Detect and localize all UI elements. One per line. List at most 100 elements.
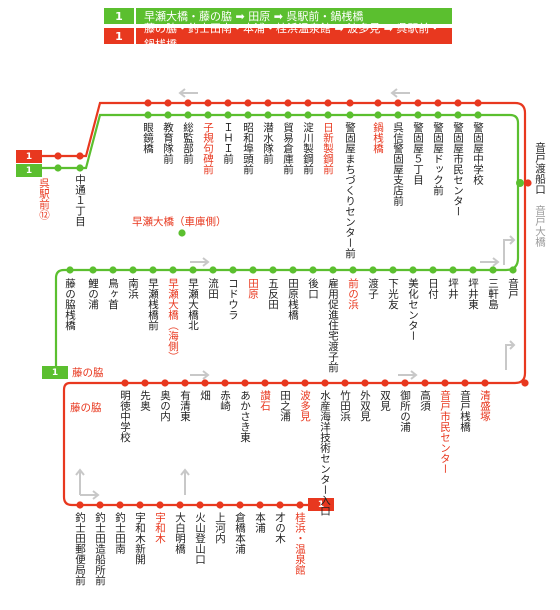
station-name: 警固屋ドック前 bbox=[432, 122, 444, 196]
direction-arrow bbox=[503, 235, 516, 265]
stop-marker bbox=[441, 379, 449, 387]
stop-marker bbox=[509, 266, 517, 274]
stop-marker bbox=[341, 379, 349, 387]
station-name: 呉信警固屋支店前 bbox=[392, 122, 404, 206]
stop-marker bbox=[301, 379, 309, 387]
stop-marker bbox=[96, 501, 104, 509]
station-name: 南浜 bbox=[127, 278, 139, 299]
station-name: 潜水隊前 bbox=[262, 122, 274, 164]
direction-arrow bbox=[80, 490, 100, 500]
stop-marker bbox=[236, 501, 244, 509]
station-name: 上河内 bbox=[214, 512, 226, 544]
stop-marker bbox=[454, 111, 462, 119]
stop-marker bbox=[109, 266, 117, 274]
station-name: 美化センター bbox=[407, 278, 419, 341]
stop-marker bbox=[224, 99, 232, 107]
route-number: 1 bbox=[308, 498, 334, 511]
stop-marker bbox=[524, 179, 532, 187]
station-name: 宇和木新開 bbox=[134, 512, 146, 565]
station-name: 竹田浜 bbox=[339, 390, 351, 422]
station-name: 後口 bbox=[307, 278, 319, 299]
station-name: 宇和木 bbox=[154, 512, 166, 544]
station-name: 日新製鋼前 bbox=[322, 122, 334, 175]
stop-marker bbox=[449, 266, 457, 274]
station-name: 日付 bbox=[427, 278, 439, 299]
route-number: 1 bbox=[16, 150, 42, 163]
station-name: 貿易倉庫前 bbox=[282, 122, 294, 175]
stop-marker bbox=[89, 266, 97, 274]
station-name: 警固屋市民センター bbox=[452, 122, 464, 217]
station-name: 鳥ヶ首 bbox=[107, 278, 119, 310]
station-name: 早瀬大橋北 bbox=[187, 278, 199, 331]
station-name: 音戸桟橋 bbox=[459, 390, 471, 432]
station-name: 音戸大橋 bbox=[534, 205, 546, 247]
stop-marker bbox=[394, 99, 402, 107]
stop-marker bbox=[469, 266, 477, 274]
station-name: 讃石 bbox=[259, 390, 271, 411]
direction-arrow bbox=[178, 88, 198, 98]
direction-arrow bbox=[75, 468, 85, 495]
stop-marker bbox=[521, 379, 529, 387]
stop-marker bbox=[454, 99, 462, 107]
station-name: 釣士田南 bbox=[114, 512, 126, 554]
station-name: 畑 bbox=[199, 390, 211, 401]
stop-marker bbox=[121, 379, 129, 387]
fujinowaki-red-label: 藤の脇 bbox=[70, 402, 102, 414]
stop-marker bbox=[414, 111, 422, 119]
station-name: 大白明橋 bbox=[174, 512, 186, 554]
station-name: 坪井東 bbox=[467, 278, 479, 310]
station-name: 渡子 bbox=[367, 278, 379, 299]
stop-marker bbox=[461, 379, 469, 387]
stop-marker bbox=[321, 379, 329, 387]
fujinowaki-badge: 1 藤の脇 bbox=[42, 366, 104, 379]
kure-green-badge: 1 bbox=[16, 164, 42, 177]
stop-marker bbox=[149, 266, 157, 274]
stop-marker bbox=[489, 266, 497, 274]
station-name: 高須 bbox=[419, 390, 431, 411]
stop-marker bbox=[401, 379, 409, 387]
stop-marker bbox=[181, 379, 189, 387]
stop-marker bbox=[216, 501, 224, 509]
station-name: 外双見 bbox=[359, 390, 371, 422]
stop-marker bbox=[178, 229, 186, 237]
stop-marker bbox=[281, 379, 289, 387]
stop-marker bbox=[144, 99, 152, 107]
stop-marker bbox=[429, 266, 437, 274]
stop-marker bbox=[421, 379, 429, 387]
stop-marker bbox=[374, 99, 382, 107]
stop-marker bbox=[256, 501, 264, 509]
station-name: 釣士田造船所前 bbox=[94, 512, 106, 586]
green-route bbox=[40, 113, 520, 374]
stop-marker bbox=[201, 379, 209, 387]
station-name: 釣士田郵便局前 bbox=[74, 512, 86, 586]
stop-marker bbox=[209, 266, 217, 274]
station-name: 本浦 bbox=[254, 512, 266, 533]
stop-marker bbox=[284, 111, 292, 119]
stop-marker bbox=[389, 266, 397, 274]
stop-marker bbox=[156, 501, 164, 509]
station-name: 御所の浦 bbox=[399, 390, 411, 432]
legend-route-text: 早瀬大橋・藤の脇 ➡ 田原 ➡ 呉駅前・鍋桟橋 bbox=[136, 8, 452, 24]
direction-arrow bbox=[180, 468, 190, 495]
direction-arrow bbox=[190, 257, 210, 267]
stop-marker bbox=[324, 99, 332, 107]
stop-marker bbox=[361, 379, 369, 387]
stop-marker bbox=[129, 266, 137, 274]
stop-marker bbox=[76, 152, 84, 160]
stop-marker bbox=[184, 111, 192, 119]
stop-marker bbox=[249, 266, 257, 274]
station-name: 火山登山口 bbox=[194, 512, 206, 565]
stop-marker bbox=[304, 99, 312, 107]
station-name: あかさき東 bbox=[239, 390, 251, 443]
stop-marker bbox=[409, 266, 417, 274]
stop-marker bbox=[164, 111, 172, 119]
station-name: 水産海洋技術センター入口 bbox=[319, 390, 331, 516]
legend-route-number: 1 bbox=[104, 28, 136, 44]
stop-marker bbox=[346, 99, 354, 107]
stop-marker bbox=[381, 379, 389, 387]
stop-marker bbox=[349, 266, 357, 274]
stop-marker bbox=[66, 266, 74, 274]
stop-marker bbox=[196, 501, 204, 509]
station-name: 坪井 bbox=[447, 278, 459, 299]
station-name: 奥の内 bbox=[159, 390, 171, 422]
